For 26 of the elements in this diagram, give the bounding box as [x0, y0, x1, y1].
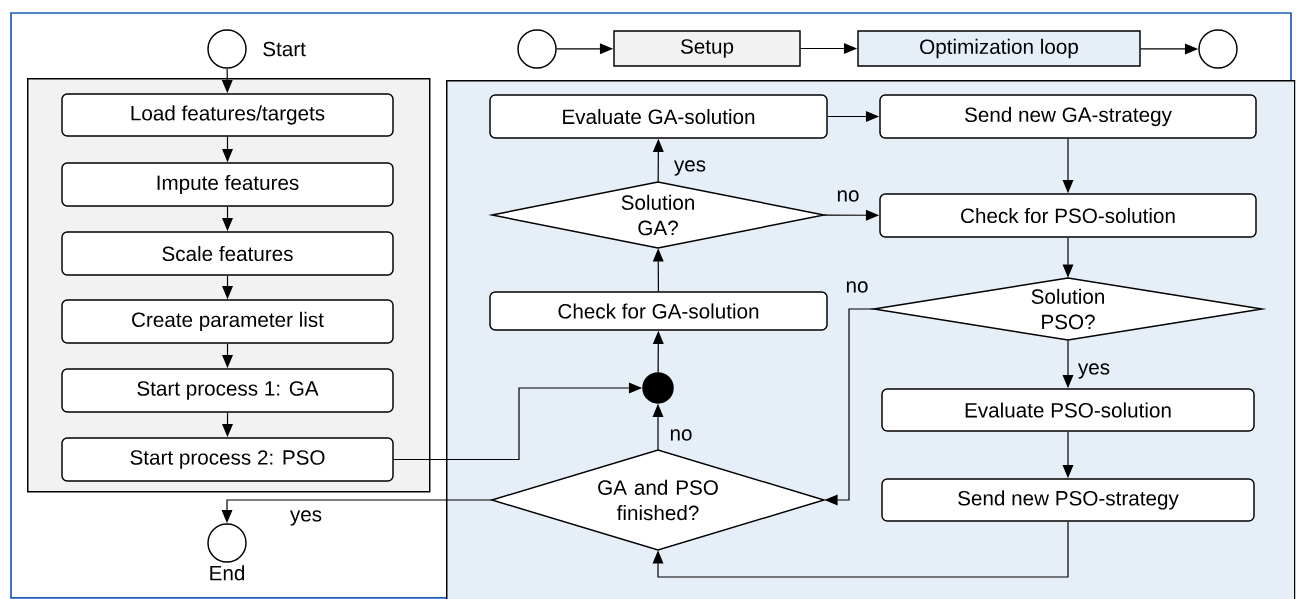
edge-label: yes — [1077, 363, 1110, 379]
circle-label: End — [210, 565, 245, 581]
process-box: Start process 1: GA — [61, 368, 394, 413]
phase-box: Optimization loop — [857, 30, 1141, 67]
process-box: Check for PSO-solution — [879, 193, 1257, 238]
circle-label: Start — [263, 41, 306, 57]
arrow — [652, 521, 1069, 578]
process-box: Scale features — [61, 231, 394, 276]
process-box: Check for GA-solution — [489, 291, 828, 331]
junction-dot — [642, 372, 674, 404]
process-box: Evaluate GA-solution — [489, 94, 828, 139]
edge-label: no — [670, 429, 692, 441]
edge-label: yes — [289, 510, 322, 526]
terminal-circle — [1198, 29, 1238, 69]
process-box: Create parameter list — [61, 299, 394, 344]
process-box: Load features/targets — [61, 93, 394, 137]
process-box: Start process 2: PSO — [61, 437, 394, 482]
process-box: Evaluate PSO-solution — [881, 388, 1255, 432]
phase-box: Setup — [613, 30, 801, 67]
edge-label: no — [837, 190, 859, 202]
process-box: Send new PSO-strategy — [881, 478, 1255, 522]
process-box: Impute features — [61, 162, 394, 207]
terminal-circle — [517, 29, 557, 69]
edge-label: yes — [673, 160, 706, 176]
edge-label: no — [846, 281, 868, 293]
process-box: Send new GA-strategy — [879, 94, 1257, 139]
